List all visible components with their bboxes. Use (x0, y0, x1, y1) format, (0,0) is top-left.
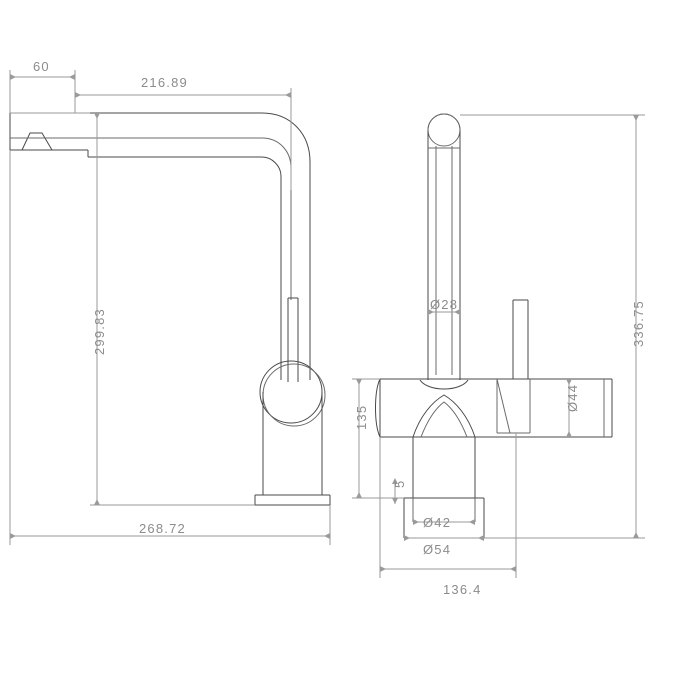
dim-label-spout-tip-offset: 60 (33, 59, 50, 74)
dim-label-front-overall-width: 136.4 (443, 582, 482, 597)
dim-label-front-overall-height: 336.75 (631, 300, 646, 347)
dim-label-shank-diameter: Ø42 (423, 515, 452, 530)
front-view-dimensions (352, 114, 645, 578)
dim-label-base-diameter: Ø54 (423, 542, 452, 557)
dim-label-base-plate-thickness: 5 (392, 479, 407, 488)
dim-label-side-overall-depth: 268.72 (139, 521, 186, 536)
dim-label-body-diameter: Ø44 (565, 383, 580, 412)
dim-label-side-overall-height: 299.83 (92, 308, 107, 355)
side-view-dimensions (9, 70, 331, 545)
dim-label-spout-reach: 216.89 (141, 75, 188, 90)
side-view-faucet-body (9, 112, 331, 506)
dim-label-body-height: 135 (354, 404, 369, 430)
dim-label-spout-diameter: Ø28 (430, 297, 459, 312)
front-view-faucet-body (375, 113, 613, 539)
